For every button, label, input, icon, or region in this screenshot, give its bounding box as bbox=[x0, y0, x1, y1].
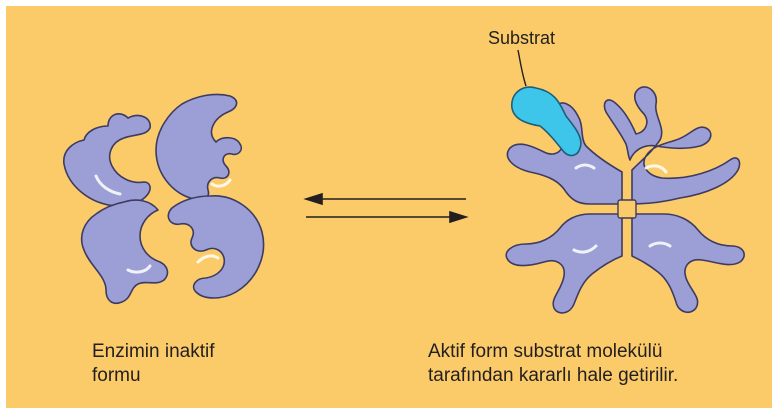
inactive-caption-line-2: formu bbox=[92, 364, 215, 388]
substrate-molecule bbox=[512, 50, 581, 155]
active-subunit-top-right bbox=[604, 87, 739, 204]
inactive-enzyme bbox=[64, 94, 264, 303]
inactive-form-caption: Enzimin inaktif formu bbox=[92, 340, 215, 388]
inactive-subunit-bottom-left bbox=[82, 200, 168, 303]
active-subunit-bottom-left bbox=[506, 214, 622, 313]
equilibrium-arrows-icon bbox=[306, 194, 466, 222]
inactive-subunit-top-left bbox=[64, 114, 150, 206]
inactive-caption-line-1: Enzimin inaktif bbox=[92, 340, 215, 364]
active-form-caption: Aktif form substrat molekülü tarafından … bbox=[428, 340, 678, 388]
inactive-subunit-top-right bbox=[156, 94, 241, 200]
active-subunit-bottom-right bbox=[632, 214, 744, 312]
inactive-subunit-bottom-right bbox=[168, 196, 263, 298]
active-caption-line-1: Aktif form substrat molekülü bbox=[428, 340, 678, 364]
substrate-pointer-line bbox=[518, 50, 526, 86]
substrate-label: Substrat bbox=[488, 28, 555, 49]
active-caption-line-2: tarafından kararlı hale getirilir. bbox=[428, 364, 678, 388]
